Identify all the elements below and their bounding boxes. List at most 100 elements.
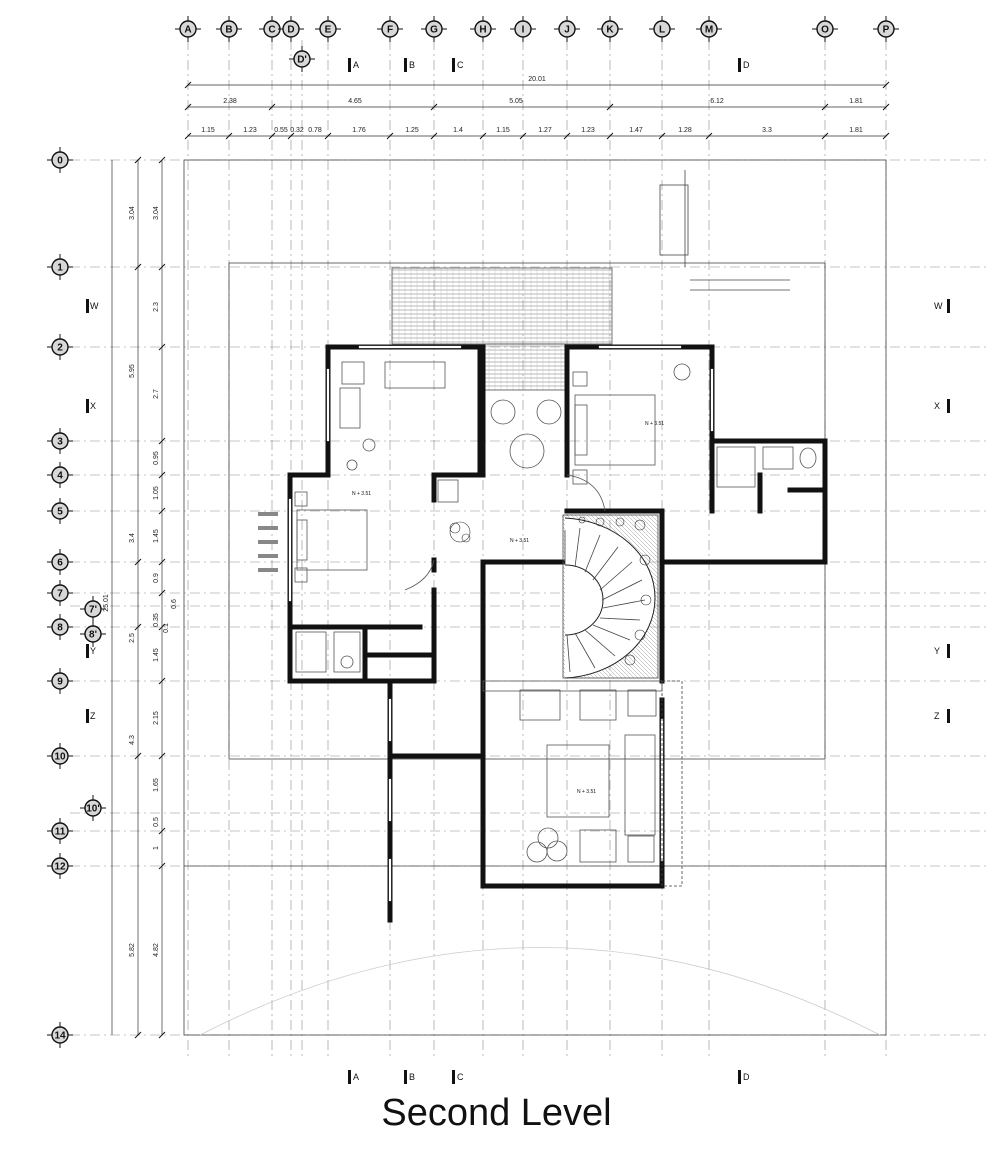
dimension-text: 3.04 xyxy=(129,206,136,220)
column-axis-I: I xyxy=(510,16,536,42)
dimension-text: 0.1 xyxy=(163,623,170,633)
section-label: C xyxy=(457,1072,464,1082)
level-label: N + 3.51 xyxy=(352,491,371,497)
dimension-text: 3.04 xyxy=(153,206,160,220)
section-label: A xyxy=(353,1072,359,1082)
dimension-text: 5.82 xyxy=(129,943,136,957)
dimension-text: 0.5 xyxy=(153,817,160,827)
axis-label: 10' xyxy=(86,804,100,815)
axis-label: L xyxy=(659,25,665,36)
section-label: D xyxy=(743,60,750,70)
column-axis-P: P xyxy=(873,16,899,42)
column-axis-B: B xyxy=(216,16,242,42)
section-mark-Y: Y xyxy=(934,644,950,658)
section-label: A xyxy=(353,60,359,70)
dimension-text: 2.7 xyxy=(153,389,160,399)
axis-label: F xyxy=(387,25,393,36)
dimension-text: 1.28 xyxy=(678,127,692,134)
section-mark-A: A xyxy=(348,1070,359,1084)
dimension-text: 1.81 xyxy=(849,98,863,105)
axis-label: 2 xyxy=(57,343,63,354)
axis-label: 7' xyxy=(89,605,97,616)
axis-label: G xyxy=(430,25,438,36)
dimension-text: 1.65 xyxy=(153,778,160,792)
axis-label: 3 xyxy=(57,437,63,448)
row-axis-11: 11 xyxy=(47,818,73,844)
axis-label: 10 xyxy=(54,752,66,763)
section-mark-D: D xyxy=(738,58,750,72)
dimension-text: 1.15 xyxy=(201,127,215,134)
dimension-text: 5.05 xyxy=(509,98,523,105)
axis-grid-lines xyxy=(70,40,990,1060)
section-mark-Z: Z xyxy=(86,709,96,723)
column-axis-H: H xyxy=(470,16,496,42)
section-mark-X: X xyxy=(934,399,950,413)
row-axis-2: 2 xyxy=(47,334,73,360)
column-axis-extra: D' xyxy=(289,46,315,72)
dimension-text: 1.23 xyxy=(243,127,257,134)
dimension-text: 4.82 xyxy=(153,943,160,957)
section-label: Y xyxy=(90,646,96,656)
axis-label: K xyxy=(606,25,614,36)
section-mark-C: C xyxy=(452,58,464,72)
section-label: W xyxy=(90,301,99,311)
row-axis-7: 7 xyxy=(47,580,73,606)
section-label: C xyxy=(457,60,464,70)
axis-label: D xyxy=(287,25,294,36)
axis-label: P xyxy=(883,25,890,36)
level-label: N + 3.51 xyxy=(510,538,529,544)
column-axis-F: F xyxy=(377,16,403,42)
column-axis-A: A xyxy=(175,16,201,42)
axis-label: 8' xyxy=(89,630,97,641)
section-label: Z xyxy=(90,711,96,721)
row-axis-8: 8 xyxy=(47,614,73,640)
row-axis-6: 6 xyxy=(47,549,73,575)
dimension-text: 1.45 xyxy=(153,648,160,662)
dimension-text: 1.45 xyxy=(153,529,160,543)
section-label: B xyxy=(409,60,415,70)
level-label: N + 3.51 xyxy=(577,789,596,795)
dimension-text: 6.12 xyxy=(710,98,724,105)
axis-label: 7 xyxy=(57,589,63,600)
axis-label: 5 xyxy=(57,507,63,518)
column-axis-bubbles: A B C D E F G H I J K L M O P D' xyxy=(175,16,899,72)
dimension-text: 1.23 xyxy=(581,127,595,134)
axis-label: E xyxy=(325,25,332,36)
section-mark-W: W xyxy=(934,299,950,313)
dimension-text: 3.3 xyxy=(762,127,772,134)
dimension-text: 1.47 xyxy=(629,127,643,134)
row-axis-9: 9 xyxy=(47,668,73,694)
column-axis-O: O xyxy=(812,16,838,42)
axis-label: 8 xyxy=(57,623,63,634)
axis-label: A xyxy=(184,25,191,36)
dimension-text: 1.4 xyxy=(453,127,463,134)
axis-label: J xyxy=(564,25,570,36)
row-axis-12: 12 xyxy=(47,853,73,879)
axis-label: I xyxy=(522,25,525,36)
column-axis-G: G xyxy=(421,16,447,42)
axis-label: D' xyxy=(297,55,307,66)
column-axis-L: L xyxy=(649,16,675,42)
column-axis-M: M xyxy=(696,16,722,42)
column-axis-E: E xyxy=(315,16,341,42)
axis-label: 4 xyxy=(57,471,63,482)
dimension-text: 2.5 xyxy=(129,633,136,643)
dimension-text: 4.3 xyxy=(129,735,136,745)
section-label: X xyxy=(90,401,96,411)
axis-label: H xyxy=(479,25,486,36)
dimension-text: 2.15 xyxy=(153,711,160,725)
left-dimensions: 25.01 3.045.953.42.54.35.82 3.042.32.70.… xyxy=(103,156,178,1039)
axis-label: 12 xyxy=(54,862,66,873)
row-axis-extra: 10' xyxy=(80,795,106,821)
dimension-text: 0.35 xyxy=(153,613,160,627)
column-axis-K: K xyxy=(597,16,623,42)
section-mark-B: B xyxy=(404,1070,415,1084)
overall-width-dimension: 20.01 xyxy=(528,76,546,83)
section-mark-A: A xyxy=(348,58,359,72)
dimension-text: 5.95 xyxy=(129,364,136,378)
section-label: Y xyxy=(934,646,940,656)
